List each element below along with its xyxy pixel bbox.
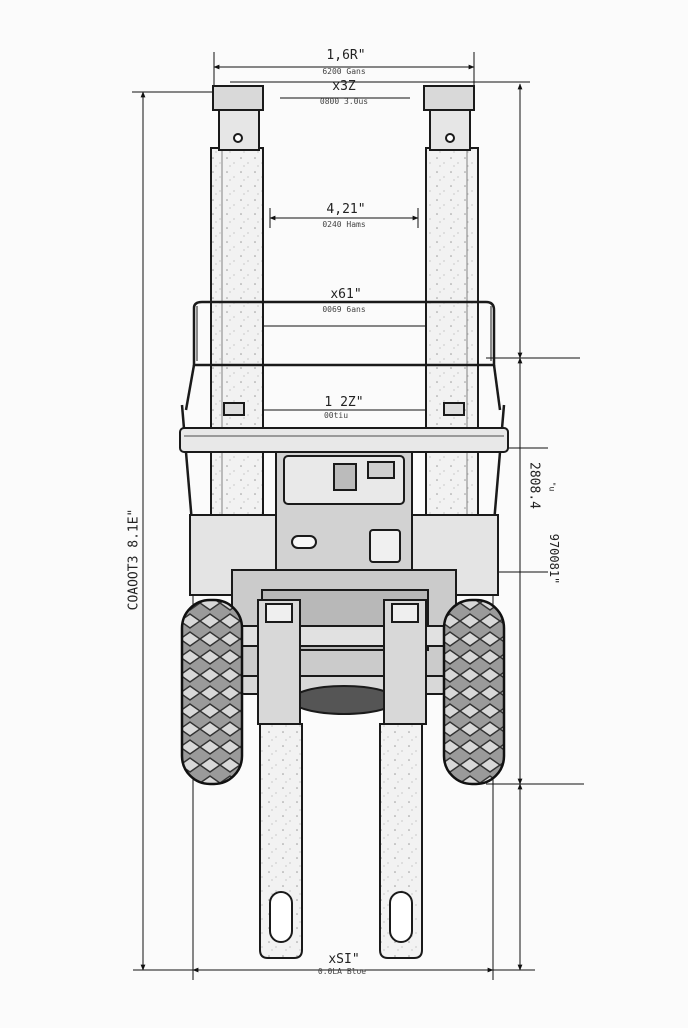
dim-crossbar-value: 1 2Z" xyxy=(324,395,364,410)
dim-right-upper-sub: "u xyxy=(547,481,557,492)
dim-bottom-overall-sub: 0.0LA Bloe xyxy=(317,967,367,976)
dim-top-second-value: x3Z xyxy=(332,79,356,94)
dim-right-upper-value: 2808.4 xyxy=(526,462,542,509)
mast-uprights xyxy=(210,85,479,549)
dim-bottom-overall-value: xSI" xyxy=(328,952,360,967)
dim-top-overall-value: 1,6R" xyxy=(326,48,366,63)
dim-crossbar-sub: 00tiu xyxy=(323,411,349,420)
dim-top-overall-sub: 6200 Gans xyxy=(322,67,366,76)
dim-left-vertical-value: COAOOT3 8.1E" xyxy=(126,508,142,611)
dim-inner-mast-value: 4,21" xyxy=(326,202,366,217)
dim-inner-mast-sub: 0240 Hams xyxy=(322,220,366,229)
dim-guard-width-value: x61" xyxy=(330,287,362,302)
dim-top-second-sub: 0800 3.0us xyxy=(319,97,369,106)
forks xyxy=(257,599,427,959)
dim-guard-width-sub: 0069 6ans xyxy=(322,305,366,314)
dim-right-lower-value: 970081" xyxy=(547,533,561,585)
wheels xyxy=(180,598,506,786)
cross-bar xyxy=(179,402,509,453)
dimension-lines xyxy=(132,52,584,980)
